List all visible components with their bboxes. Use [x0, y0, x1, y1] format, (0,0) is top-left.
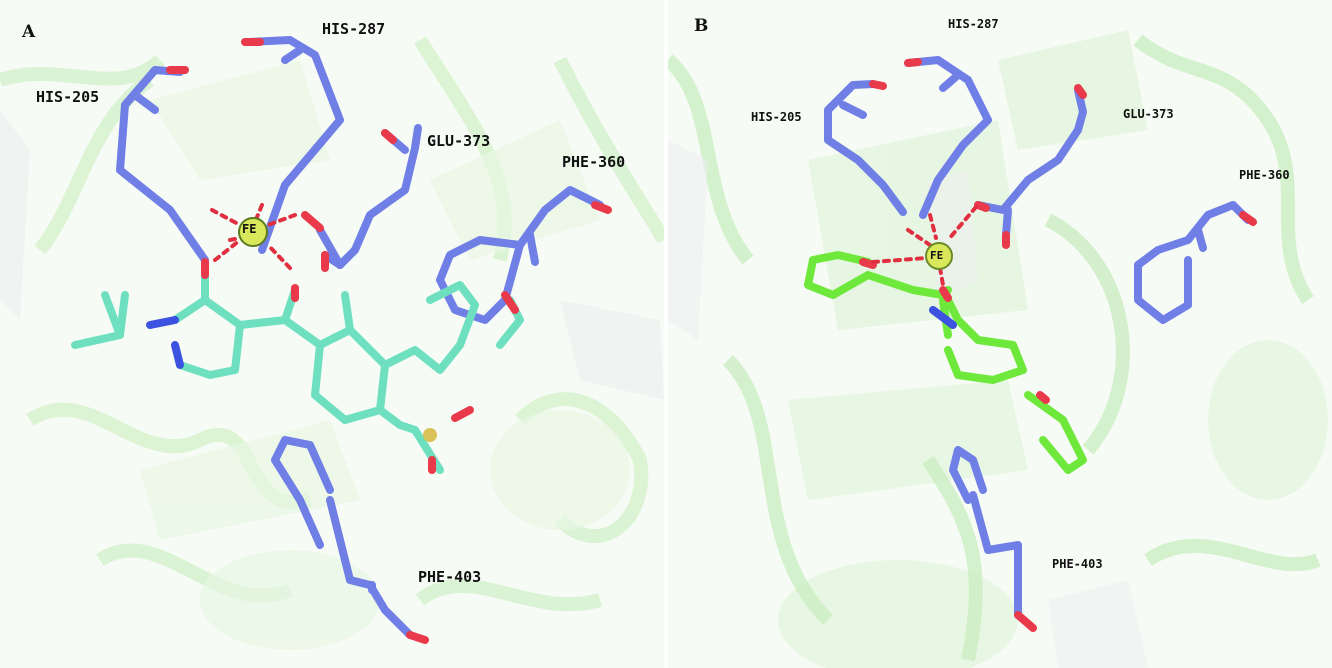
label-glu-373: GLU-373 [1123, 107, 1174, 121]
label-fe-b: FE [930, 249, 944, 262]
cartoon-ribbon-a [0, 36, 664, 612]
metal-contacts-b [871, 205, 978, 287]
label-phe-403: PHE-403 [418, 568, 482, 586]
protein-structure-a [0, 36, 664, 650]
iron-atom-a [238, 217, 268, 247]
label-phe-403: PHE-403 [1052, 557, 1103, 571]
label-his-287: HIS-287 [948, 17, 999, 31]
metal-contacts-a [210, 203, 297, 270]
panel-b: B HIS-287 HIS-205 GLU-373 PHE-360 PHE-40… [668, 0, 1332, 668]
residue-sticks-a [116, 36, 604, 639]
label-his-287: HIS-287 [322, 20, 386, 38]
panel-label-b: B [694, 16, 709, 36]
label-his-205: HIS-205 [751, 110, 802, 124]
residue-sticks-b [824, 56, 1252, 619]
iron-atom-b [925, 242, 953, 270]
protein-structure-b [668, 30, 1328, 668]
label-phe-360: PHE-360 [1239, 168, 1290, 182]
label-fe-a: FE [242, 222, 257, 236]
panel-label-a: A [22, 22, 36, 42]
panel-divider [664, 0, 668, 668]
panel-a: A HIS-287 HIS-205 GLU-373 PHE-360 PHE-40… [0, 0, 664, 668]
label-his-205: HIS-205 [36, 88, 100, 106]
label-glu-373: GLU-373 [427, 132, 491, 150]
label-phe-360: PHE-360 [562, 153, 626, 171]
